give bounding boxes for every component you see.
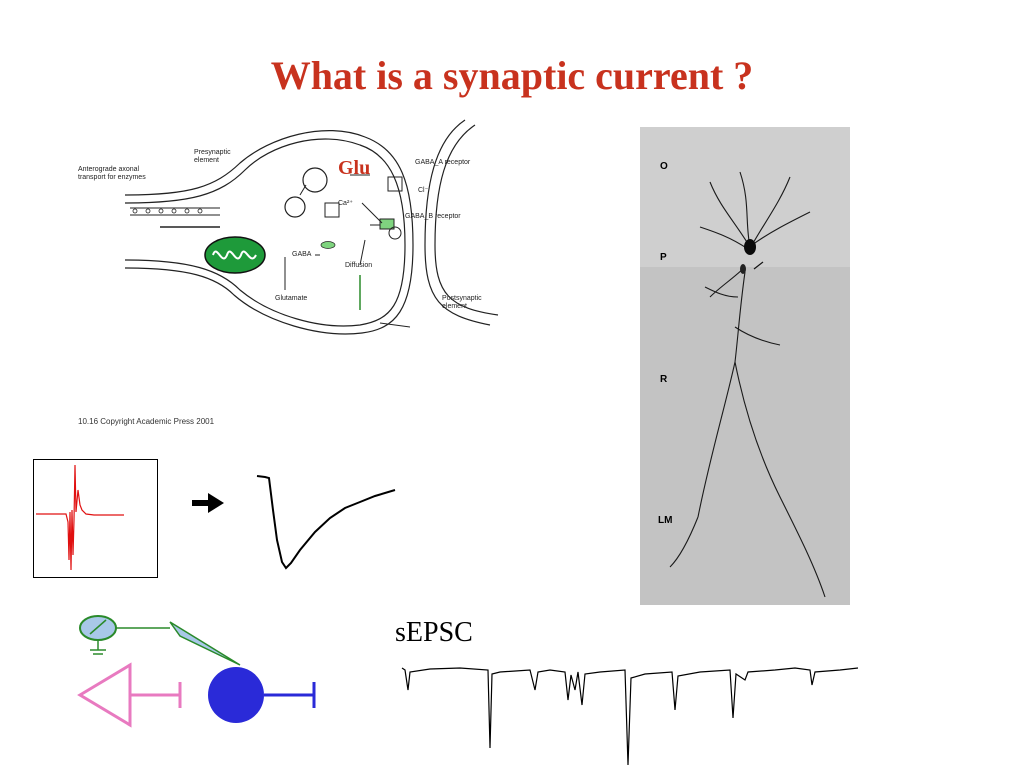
glu-label: Glu [338,157,371,179]
ca-label: Ca²⁺ [338,200,353,207]
copyright-text: 10.16 Copyright Academic Press 2001 [78,417,215,426]
recording-schematic [70,610,330,740]
diffusion-label: Diffusion [345,262,373,269]
presynaptic-label: Presynaptic element [194,149,231,164]
cl-label: Cl⁻ [418,187,429,194]
gaba-b-receptor-label: GABA_B receptor [405,213,461,220]
gaba-label: GABA [292,251,312,258]
synapse-diagram-svg [124,119,499,335]
synaptic-current-trace [255,470,400,580]
slide-title: What is a synaptic current ? [270,53,754,98]
postsynaptic-label: Postsynaptic element [442,295,482,310]
raw-trace [36,464,124,571]
glutamate-label: Glutamate [275,295,308,302]
gaba-a-receptor-label: GABA_A receptor [415,159,471,166]
layer-label-p: P [660,252,667,263]
neuron-drawing [640,127,850,605]
layer-label-r: R [660,374,668,385]
neuron-micrograph: O P R LM [640,127,850,605]
right-arrow-icon [192,493,224,518]
synapse-diagram: Glu Presynaptic element Anterograde axon… [70,115,510,426]
raw-trace-box [33,459,158,578]
layer-label-o: O [660,161,668,172]
sepsc-trace [400,660,862,773]
anterograde-label: Anterograde axonal transport for enzymes [78,166,146,181]
layer-label-lm: LM [658,515,673,526]
sepsc-label: sEPSC [395,617,473,648]
